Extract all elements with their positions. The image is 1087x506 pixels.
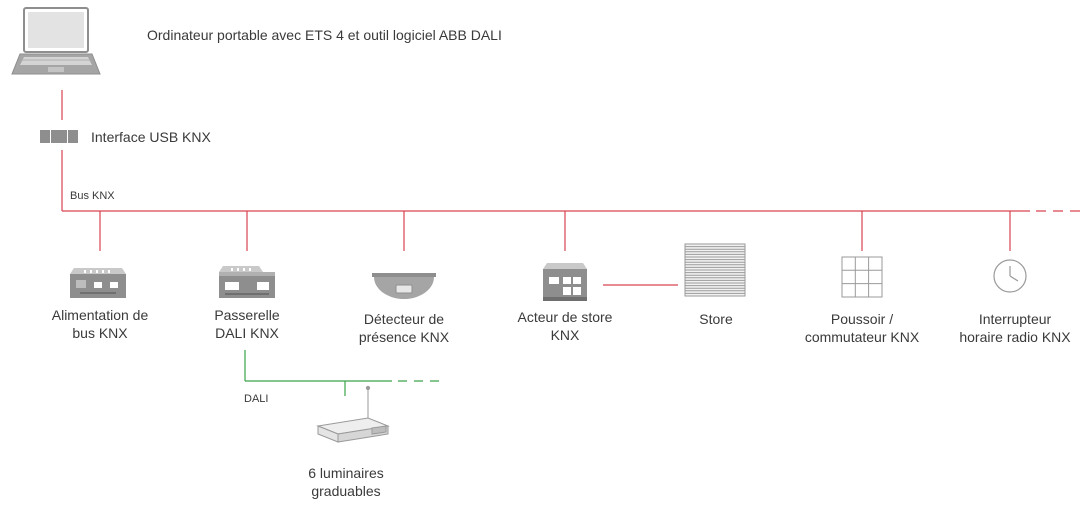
blind-icon (684, 243, 746, 297)
device-label-presence-detector: Détecteur de présence KNX (358, 311, 450, 345)
push-button-icon (841, 256, 883, 298)
usb-interface-icon (40, 130, 78, 143)
presence-detector-icon (372, 273, 436, 299)
device-label-clock: Interrupteur horaire radio KNX (959, 311, 1071, 345)
device-label-blind: Store (699, 311, 733, 327)
blind-actuator-icon (543, 263, 587, 301)
luminaires-label: 6 luminaires graduables (308, 465, 384, 499)
device-label-dali-gateway: Passerelle DALI KNX (214, 307, 280, 341)
device-label-power-supply: Alimentation de bus KNX (51, 307, 149, 341)
power-supply-icon (70, 268, 126, 298)
usb-interface-label: Interface USB KNX (91, 129, 211, 145)
dali-gateway-icon (219, 266, 275, 298)
luminaire-icon (316, 385, 390, 443)
device-label-blind-actuator: Acteur de store KNX (517, 309, 613, 343)
dali-bus-label: DALI (244, 393, 269, 405)
knx-bus-label: Bus KNX (70, 190, 115, 202)
laptop-label: Ordinateur portable avec ETS 4 et outil … (147, 27, 502, 43)
clock-icon (993, 259, 1027, 293)
device-label-push-button: Poussoir / commutateur KNX (804, 311, 920, 345)
laptop-icon (11, 7, 101, 75)
